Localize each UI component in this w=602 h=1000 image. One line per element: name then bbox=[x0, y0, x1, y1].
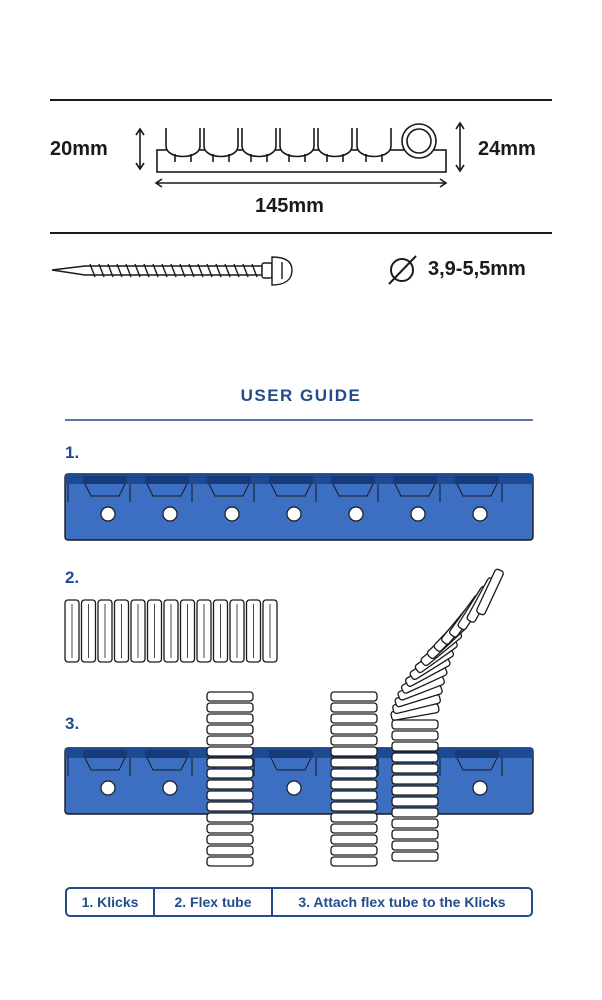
tube-rib bbox=[330, 834, 378, 845]
tube-rib bbox=[391, 719, 439, 730]
tube-rib bbox=[330, 724, 378, 735]
screw-diameter-label: 3,9-5,5mm bbox=[428, 258, 526, 280]
flex-tubes-attached bbox=[206, 691, 439, 867]
tube-rib bbox=[206, 790, 254, 801]
tube-rib bbox=[206, 812, 254, 823]
tube-rib bbox=[206, 801, 254, 812]
klicks-outline-drawing bbox=[156, 123, 447, 173]
tube-rib bbox=[330, 812, 378, 823]
tube-rib bbox=[330, 856, 378, 867]
guide-title: USER GUIDE bbox=[240, 386, 362, 405]
width-arrow-icon bbox=[154, 178, 448, 188]
klicks-rail-with-tubes bbox=[64, 747, 534, 815]
tube-rib bbox=[391, 752, 439, 763]
tube-rib bbox=[330, 735, 378, 746]
guide-legend: 1. Klicks 2. Flex tube 3. Attach flex tu… bbox=[65, 887, 533, 917]
klick-clip bbox=[317, 128, 353, 158]
tube-rib bbox=[330, 746, 378, 757]
tube-rib bbox=[330, 801, 378, 812]
tube-rib bbox=[206, 779, 254, 790]
step-2-label: 2. bbox=[65, 568, 80, 587]
klick-clip bbox=[165, 128, 201, 158]
tube-rib bbox=[391, 829, 439, 840]
diameter-icon bbox=[388, 255, 417, 285]
tube-rib bbox=[206, 702, 254, 713]
flex-tube-straight bbox=[64, 599, 278, 663]
klick-clip bbox=[203, 128, 239, 158]
klicks-rail bbox=[64, 473, 534, 541]
step-3-label: 3. bbox=[65, 714, 80, 733]
tube-rib bbox=[206, 724, 254, 735]
legend-attach: 3. Attach flex tube to the Klicks bbox=[298, 894, 506, 910]
step-1-label: 1. bbox=[65, 443, 80, 462]
tube-rib bbox=[330, 779, 378, 790]
tube-rib bbox=[391, 851, 439, 862]
width-label: 145mm bbox=[255, 195, 324, 217]
tube-rib bbox=[206, 757, 254, 768]
tube-rib bbox=[330, 768, 378, 779]
tube-rib bbox=[391, 807, 439, 818]
legend-flex-tube: 2. Flex tube bbox=[155, 889, 273, 915]
height-arrow-right-icon bbox=[455, 121, 465, 173]
tube-rib bbox=[391, 730, 439, 741]
tube-rib bbox=[330, 823, 378, 834]
tube-rib bbox=[391, 774, 439, 785]
tube-rib bbox=[206, 823, 254, 834]
tube-rib bbox=[330, 790, 378, 801]
tube-rib bbox=[391, 818, 439, 829]
height-large-label: 24mm bbox=[478, 138, 536, 160]
height-small-label: 20mm bbox=[50, 138, 108, 160]
flex-tube-bent bbox=[390, 568, 504, 721]
klick-clip bbox=[241, 128, 277, 158]
tube-rib bbox=[330, 713, 378, 724]
tube-rib bbox=[330, 845, 378, 856]
tube-rib bbox=[391, 785, 439, 796]
tube-rib bbox=[330, 757, 378, 768]
height-arrow-left-icon bbox=[135, 127, 145, 171]
klick-clip bbox=[279, 128, 315, 158]
tube-rib bbox=[330, 691, 378, 702]
tube-rib bbox=[206, 845, 254, 856]
legend-klicks: 1. Klicks bbox=[67, 889, 155, 915]
tube-rib bbox=[206, 691, 254, 702]
tube-rib bbox=[391, 763, 439, 774]
klick-clip bbox=[356, 128, 392, 158]
tube-rib bbox=[476, 568, 504, 616]
tube-rib bbox=[391, 840, 439, 851]
tube-rib bbox=[206, 713, 254, 724]
tube-rib bbox=[206, 746, 254, 757]
tube-rib bbox=[206, 856, 254, 867]
tube-rib bbox=[391, 796, 439, 807]
tube-rib bbox=[206, 735, 254, 746]
tube-rib bbox=[206, 768, 254, 779]
tube-rib bbox=[206, 834, 254, 845]
tube-rib bbox=[391, 741, 439, 752]
tube-rib bbox=[330, 702, 378, 713]
screw-icon bbox=[51, 256, 293, 286]
